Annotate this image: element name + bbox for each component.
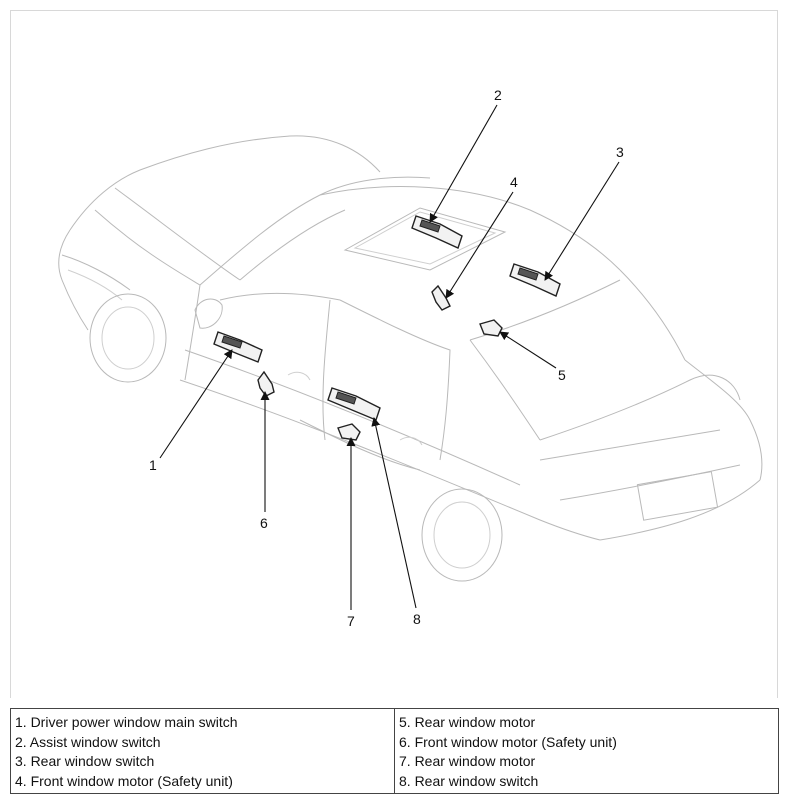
legend-item: 5. Rear window motor <box>399 714 536 730</box>
callout-5: 5 <box>558 367 566 383</box>
part-rear-switch-right <box>509 263 561 297</box>
callout-8: 8 <box>413 611 421 627</box>
legend-item: 7. Rear window motor <box>399 753 536 769</box>
part-assist-switch <box>411 215 463 249</box>
legend-item: 4. Front window motor (Safety unit) <box>15 772 233 789</box>
callout-1: 1 <box>149 457 157 473</box>
callout-4: 4 <box>510 174 518 190</box>
legend-item: 8. Rear window switch <box>399 772 539 789</box>
car-diagram <box>58 104 763 610</box>
part-front-motor-right <box>431 284 451 311</box>
diagram-frame <box>10 10 778 698</box>
car-outline <box>58 135 763 582</box>
legend-item: 1. Driver power window main switch <box>15 714 238 730</box>
part-rear-motor-right <box>479 319 503 337</box>
legend-table: 1. Driver power window main switch 2. As… <box>10 708 779 794</box>
legend-column-left: 1. Driver power window main switch 2. As… <box>11 709 394 793</box>
leader-lines <box>159 104 620 610</box>
callout-3: 3 <box>616 144 624 160</box>
legend-item: 6. Front window motor (Safety unit) <box>399 733 617 750</box>
callout-7: 7 <box>347 613 355 629</box>
callout-2: 2 <box>494 87 502 103</box>
part-rear-switch-left <box>327 387 381 421</box>
legend-item: 3. Rear window switch <box>15 753 155 769</box>
legend-column-right: 5. Rear window motor 6. Front window mot… <box>394 709 778 793</box>
part-front-motor-left <box>257 370 275 397</box>
callout-6: 6 <box>260 515 268 531</box>
part-rear-motor-left <box>337 423 361 441</box>
part-driver-main-switch <box>213 331 263 363</box>
legend-item: 2. Assist window switch <box>15 733 161 750</box>
